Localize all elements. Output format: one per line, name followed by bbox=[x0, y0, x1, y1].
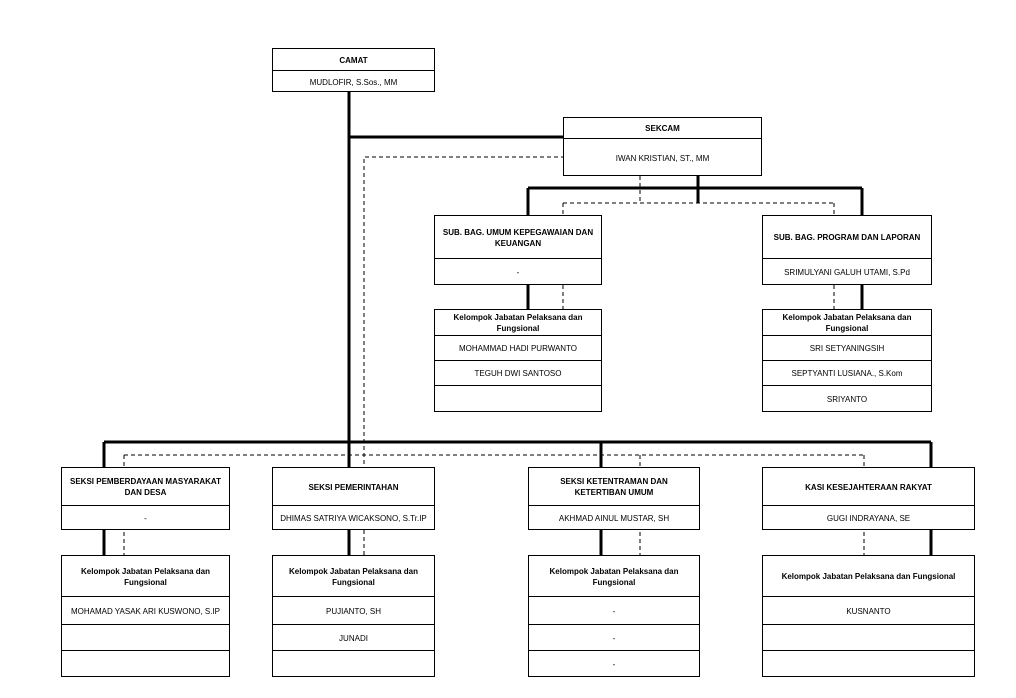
seksi-pemerintahan-head: DHIMAS SATRIYA WICAKSONO, S.Tr.IP bbox=[273, 505, 434, 531]
seksi-pemerintahan-group-title: Kelompok Jabatan Pelaksana dan Fungsiona… bbox=[289, 566, 418, 587]
subbag-program-member: SEPTYANTI LUSIANA., S.Kom bbox=[763, 360, 931, 386]
subbag-umum-group-title: Kelompok Jabatan Pelaksana dan Fungsiona… bbox=[453, 313, 583, 333]
subbag-program-group-title: Kelompok Jabatan Pelaksana dan Fungsiona… bbox=[782, 313, 912, 333]
sekcam-name: IWAN KRISTIAN, ST., MM bbox=[564, 138, 761, 177]
kasi-kesejahteraan-member bbox=[763, 624, 974, 651]
seksi-pemberdayaan-member: MOHAMAD YASAK ARI KUSWONO, S.IP bbox=[62, 596, 229, 625]
seksi-pemberdayaan-group-box: Kelompok Jabatan Pelaksana dan Fungsiona… bbox=[61, 555, 230, 677]
kasi-kesejahteraan-group-box: Kelompok Jabatan Pelaksana dan Fungsiona… bbox=[762, 555, 975, 677]
seksi-ketentraman-group-title: Kelompok Jabatan Pelaksana dan Fungsiona… bbox=[549, 566, 679, 587]
seksi-pemerintahan-title: SEKSI PEMERINTAHAN bbox=[308, 482, 399, 492]
subbag-umum-head: - bbox=[435, 258, 601, 286]
kasi-kesejahteraan-head: GUGI INDRAYANA, SE bbox=[763, 505, 974, 531]
seksi-ketentraman-member: - bbox=[529, 650, 699, 678]
subbag-umum-member: TEGUH DWI SANTOSO bbox=[435, 360, 601, 386]
seksi-pemberdayaan-title: SEKSI PEMBERDAYAAN MASYARAKAT DAN DESA bbox=[70, 477, 221, 497]
subbag-program-title: SUB. BAG. PROGRAM DAN LAPORAN bbox=[773, 233, 921, 242]
kasi-kesejahteraan-box: KASI KESEJAHTERAAN RAKYAT GUGI INDRAYANA… bbox=[762, 467, 975, 530]
camat-title: CAMAT bbox=[339, 55, 368, 65]
kasi-kesejahteraan-title: KASI KESEJAHTERAAN RAKYAT bbox=[805, 482, 932, 492]
seksi-ketentraman-head: AKHMAD AINUL MUSTAR, SH bbox=[529, 505, 699, 531]
seksi-ketentraman-box: SEKSI KETENTRAMAN DAN KETERTIBAN UMUM AK… bbox=[528, 467, 700, 530]
seksi-pemerintahan-member: PUJIANTO, SH bbox=[273, 596, 434, 625]
seksi-ketentraman-group-box: Kelompok Jabatan Pelaksana dan Fungsiona… bbox=[528, 555, 700, 677]
subbag-program-head: SRIMULYANI GALUH UTAMI, S.Pd bbox=[763, 258, 931, 286]
subbag-umum-member: MOHAMMAD HADI PURWANTO bbox=[435, 335, 601, 361]
kasi-kesejahteraan-member: KUSNANTO bbox=[763, 596, 974, 625]
seksi-pemberdayaan-group-title: Kelompok Jabatan Pelaksana dan Fungsiona… bbox=[81, 566, 210, 587]
seksi-ketentraman-member: - bbox=[529, 596, 699, 625]
subbag-umum-member bbox=[435, 385, 601, 413]
subbag-umum-title: SUB. BAG. UMUM KEPEGAWAIAN DAN KEUANGAN bbox=[442, 227, 594, 248]
subbag-umum-group-box: Kelompok Jabatan Pelaksana dan Fungsiona… bbox=[434, 309, 602, 412]
subbag-umum-box: SUB. BAG. UMUM KEPEGAWAIAN DAN KEUANGAN … bbox=[434, 215, 602, 285]
sekcam-title: SEKCAM bbox=[645, 124, 680, 133]
subbag-program-member: SRI SETYANINGSIH bbox=[763, 335, 931, 361]
seksi-pemerintahan-member bbox=[273, 650, 434, 678]
seksi-pemberdayaan-member bbox=[62, 650, 229, 678]
subbag-program-group-box: Kelompok Jabatan Pelaksana dan Fungsiona… bbox=[762, 309, 932, 412]
subbag-program-member: SRIYANTO bbox=[763, 385, 931, 413]
seksi-pemerintahan-group-box: Kelompok Jabatan Pelaksana dan Fungsiona… bbox=[272, 555, 435, 677]
subbag-program-box: SUB. BAG. PROGRAM DAN LAPORAN SRIMULYANI… bbox=[762, 215, 932, 285]
seksi-pemerintahan-member: JUNADI bbox=[273, 624, 434, 651]
seksi-pemberdayaan-member bbox=[62, 624, 229, 651]
camat-name: MUDLOFIR, S.Sos., MM bbox=[273, 70, 434, 93]
seksi-pemberdayaan-box: SEKSI PEMBERDAYAAN MASYARAKAT DAN DESA - bbox=[61, 467, 230, 530]
sekcam-box: SEKCAM IWAN KRISTIAN, ST., MM bbox=[563, 117, 762, 176]
seksi-ketentraman-member: - bbox=[529, 624, 699, 651]
kasi-kesejahteraan-group-title: Kelompok Jabatan Pelaksana dan Fungsiona… bbox=[781, 572, 956, 581]
seksi-pemerintahan-box: SEKSI PEMERINTAHAN DHIMAS SATRIYA WICAKS… bbox=[272, 467, 435, 530]
seksi-pemberdayaan-head: - bbox=[62, 505, 229, 531]
seksi-ketentraman-title: SEKSI KETENTRAMAN DAN KETERTIBAN UMUM bbox=[560, 477, 668, 497]
kasi-kesejahteraan-member bbox=[763, 650, 974, 678]
camat-box: CAMAT MUDLOFIR, S.Sos., MM bbox=[272, 48, 435, 92]
